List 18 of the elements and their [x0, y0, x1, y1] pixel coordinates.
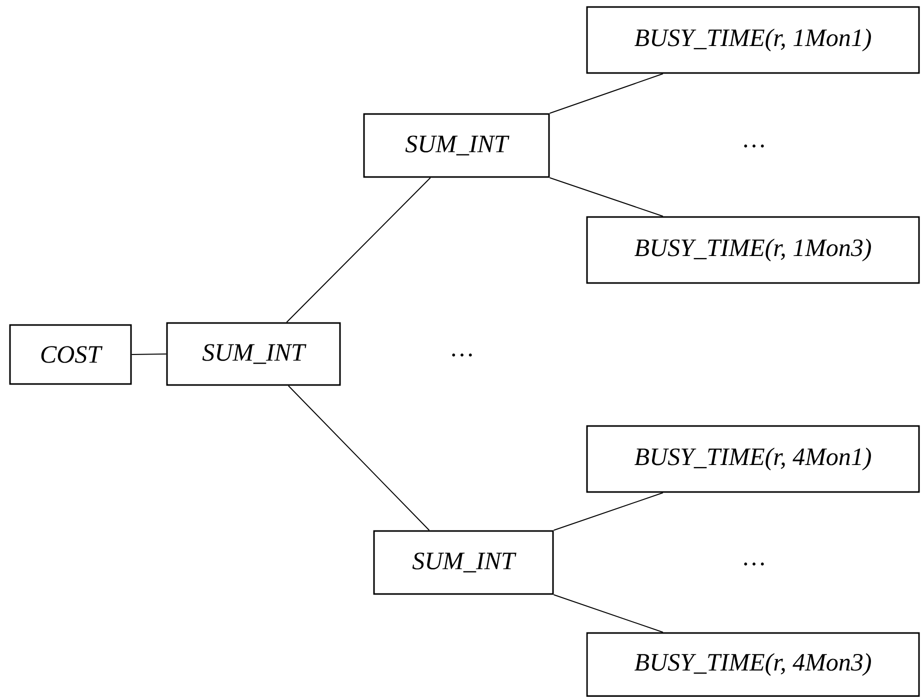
connector-line [286, 177, 431, 323]
box: SUM_INT [373, 530, 554, 595]
connector-line [553, 594, 664, 633]
ellipsis: … [452, 354, 472, 356]
box: BUSY_TIME(r, 1Mon1) [586, 6, 920, 74]
connector-line [549, 177, 664, 217]
box: BUSY_TIME(r, 4Mon1) [586, 425, 920, 493]
connector-line [288, 385, 430, 531]
box: BUSY_TIME(r, 4Mon3) [586, 632, 920, 697]
ellipsis: … [744, 144, 764, 148]
connector-line [549, 73, 664, 114]
box: SUM_INT [363, 113, 550, 178]
box: COST [9, 324, 132, 385]
ellipsis: … [744, 562, 764, 566]
connector-line [131, 354, 167, 355]
box: BUSY_TIME(r, 1Mon3) [586, 216, 920, 284]
connector-line [553, 492, 664, 531]
box: SUM_INT [166, 322, 341, 386]
